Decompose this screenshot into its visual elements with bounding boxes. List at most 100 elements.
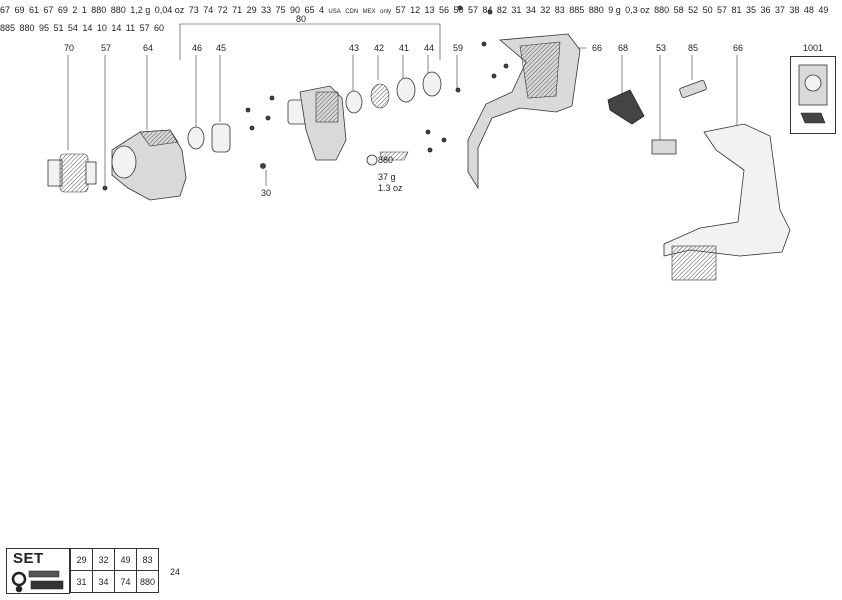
callout-48: 48 <box>803 5 814 15</box>
callout-2: 2 <box>72 5 78 15</box>
part-70-chuck <box>47 153 97 193</box>
callout-34: 34 <box>525 5 536 15</box>
set-parts-icon <box>11 570 64 593</box>
set-cell: 74 <box>114 570 137 593</box>
callout-57c: 57 <box>467 5 478 15</box>
weight-0-04oz: 0,04 oz <box>154 5 185 15</box>
callout-24: 24 <box>170 567 181 577</box>
weight-0-3oz: 0,3 oz <box>625 5 650 15</box>
part-35-bearing: 885 880 95 51 54 14 10 14 11 57 <box>0 18 836 594</box>
weight-1-2g: 1,2 g <box>130 5 151 15</box>
set-row: 31 34 74 880 <box>70 570 159 593</box>
region-note: USA CDN MEX only <box>328 9 392 15</box>
callout-31: 31 <box>511 5 522 15</box>
weight-37g: 37 g <box>378 172 396 182</box>
callout-37: 37 <box>774 5 785 15</box>
callout-52: 52 <box>688 5 699 15</box>
set-cell: 29 <box>70 548 93 571</box>
callout-64: 64 <box>143 43 153 53</box>
set-word: SET <box>13 550 44 567</box>
part-43-ring <box>345 90 363 114</box>
grease-885-c: 885 <box>0 23 16 33</box>
callout-14b: 14 <box>111 23 122 33</box>
callout-35: 35 <box>745 5 756 15</box>
callout-57e: 57 <box>139 23 150 33</box>
callout-57: 57 <box>101 43 111 53</box>
callout-44: 44 <box>424 43 434 53</box>
set-parts-table: 29 32 49 83 31 34 74 880 <box>70 548 159 593</box>
part-45-sleeve <box>211 123 231 153</box>
callout-69: 69 <box>14 5 25 15</box>
callout-53: 53 <box>656 43 666 53</box>
callout-67b: 67 <box>43 5 54 15</box>
callout-72: 72 <box>217 5 228 15</box>
callout-50: 50 <box>453 5 464 15</box>
part-44-ring <box>422 71 442 97</box>
set-cell: 880 <box>136 570 159 593</box>
callout-41: 41 <box>399 43 409 53</box>
callout-29: 29 <box>246 5 257 15</box>
callout-1001: 1001 <box>803 43 823 53</box>
callout-38: 38 <box>789 5 800 15</box>
part-59-screws <box>425 5 509 153</box>
callout-80: 80 <box>296 14 306 24</box>
callout-57b: 57 <box>395 5 406 15</box>
grease-880-a: 880 <box>366 151 409 166</box>
part-66b-handle-housing <box>663 123 791 281</box>
callout-85: 85 <box>688 43 698 53</box>
callout-71: 71 <box>232 5 243 15</box>
part-10-brush: 14 10 14 11 57 60 SET 29 32 4 <box>6 18 836 594</box>
callout-58: 58 <box>673 5 684 15</box>
weight-9g: 9 g <box>608 5 621 15</box>
grease-880-b: 880 <box>91 5 107 15</box>
callout-81: 81 <box>731 5 742 15</box>
callout-75: 75 <box>275 5 286 15</box>
callout-43: 43 <box>349 43 359 53</box>
callout-36: 36 <box>760 5 771 15</box>
callout-10: 10 <box>96 23 107 33</box>
part-49-ring: 95 51 54 14 10 14 11 57 60 <box>6 18 836 594</box>
grease-880-d: 880 <box>588 5 604 15</box>
part-85-screw <box>679 80 707 98</box>
callout-45: 45 <box>216 43 226 53</box>
callout-66b: 66 <box>733 43 743 53</box>
part-57-screw <box>102 185 108 191</box>
callout-13: 13 <box>424 5 435 15</box>
callout-84: 84 <box>482 5 493 15</box>
screws-group-a <box>245 95 275 131</box>
callout-46: 46 <box>192 43 202 53</box>
part-68-switch <box>607 89 645 125</box>
callout-60: 60 <box>154 23 165 33</box>
callout-70: 70 <box>64 43 74 53</box>
grease-880-f: 880 <box>19 23 35 33</box>
callout-12: 12 <box>410 5 421 15</box>
set-kit-box: SET 29 32 49 83 31 34 74 880 <box>6 548 160 594</box>
part-14-screw: 14 10 14 11 57 60 SET 29 32 4 <box>6 18 836 594</box>
callout-95: 95 <box>38 23 49 33</box>
callout-67: 67 <box>0 5 11 15</box>
part-37-rod: 885 880 95 51 54 14 10 14 11 57 <box>0 18 836 594</box>
callout-66: 66 <box>592 43 602 53</box>
callout-30: 30 <box>261 188 271 198</box>
callout-49: 49 <box>818 5 829 15</box>
grease-885-a: 885 <box>569 5 585 15</box>
part-1001-inset <box>790 56 836 134</box>
weight-1-3oz: 1.3 oz <box>378 183 403 193</box>
callout-83: 83 <box>554 5 565 15</box>
svg-text:880: 880 <box>378 155 393 165</box>
callout-42: 42 <box>374 43 384 53</box>
callout-74: 74 <box>203 5 214 15</box>
callout-50b: 50 <box>702 5 713 15</box>
callout-65: 65 <box>304 5 315 15</box>
part-36-spring: 885 880 95 51 54 14 10 14 11 57 <box>0 18 836 594</box>
